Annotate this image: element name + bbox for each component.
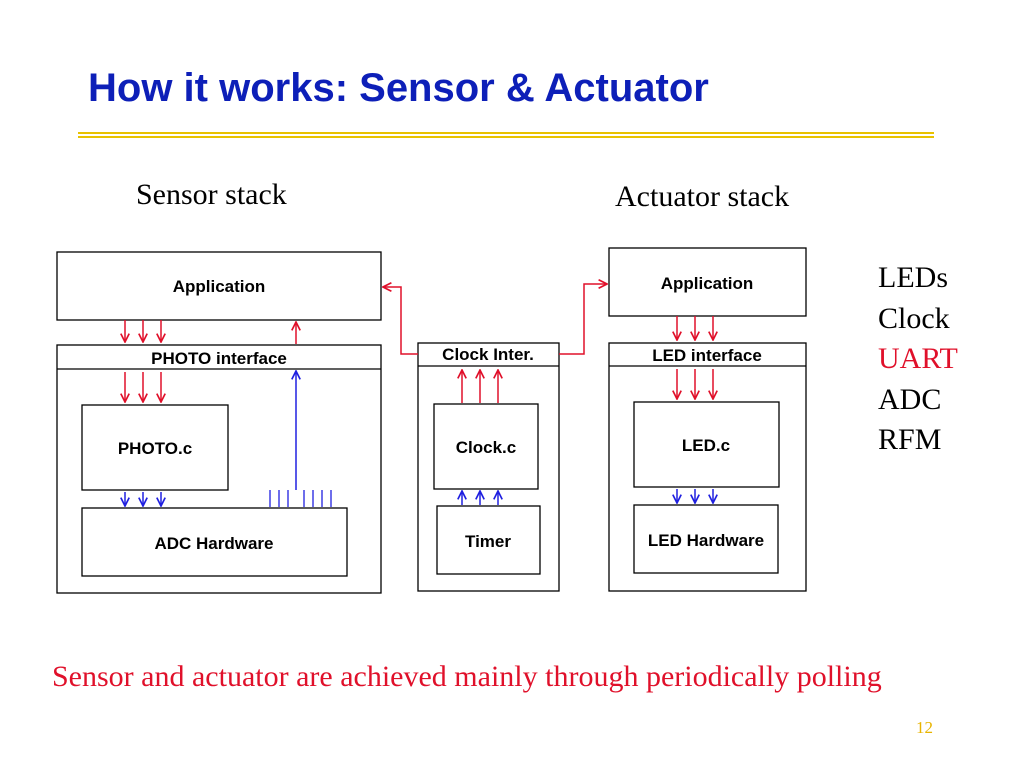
- component-list: LEDs Clock UART ADC RFM: [878, 258, 958, 461]
- clock-timer-to-driver-arrows: [462, 491, 498, 505]
- slide-caption: Sensor and actuator are achieved mainly …: [52, 660, 882, 693]
- clock-to-actuator-app-arrow: [559, 284, 607, 355]
- led-interface-label: LED interface: [652, 346, 762, 365]
- title-underline-secondary: [78, 136, 934, 138]
- led-hardware-label: LED Hardware: [648, 531, 764, 550]
- led-driver-box: [633, 401, 780, 488]
- clock-driver-to-interface-arrows: [462, 370, 498, 403]
- sensor-application-box: [56, 251, 382, 321]
- timer-box: [436, 505, 541, 575]
- photo-driver-box: [81, 404, 229, 491]
- adc-signal-lines: [269, 490, 332, 507]
- page-number: 12: [916, 718, 933, 737]
- component-clock: Clock: [878, 301, 950, 335]
- title-underline: [78, 132, 934, 134]
- adc-hardware-label: ADC Hardware: [154, 534, 273, 553]
- sensor-app-to-interface-arrows: [125, 320, 161, 342]
- component-leds: LEDs: [878, 261, 948, 294]
- sensor-stack-title: Sensor stack: [136, 178, 287, 211]
- sensor-application-label: Application: [173, 277, 266, 296]
- component-adc: ADC: [878, 382, 942, 416]
- sensor-stack: Application PHOTO interface PHOTO.c ADC …: [56, 251, 382, 594]
- sensor-driver-to-hardware-arrows: [125, 492, 161, 506]
- clock-driver-label: Clock.c: [456, 438, 516, 457]
- component-uart: UART: [878, 342, 958, 375]
- actuator-stack: Application LED interface LED.c LED Hard…: [608, 247, 807, 592]
- clock-stack: Clock Inter. Clock.c Timer: [383, 284, 607, 592]
- clock-interface-label: Clock Inter.: [442, 345, 534, 364]
- actuator-application-box: [608, 247, 807, 317]
- actuator-interface-to-driver-arrows: [677, 369, 713, 399]
- timer-label: Timer: [465, 532, 511, 551]
- photo-driver-label: PHOTO.c: [118, 439, 192, 458]
- actuator-stack-title: Actuator stack: [615, 180, 790, 213]
- slide-title: How it works: Sensor & Actuator: [88, 66, 709, 110]
- led-hardware-box: [633, 504, 779, 574]
- clock-driver-box: [433, 403, 539, 490]
- component-rfm: RFM: [878, 423, 942, 456]
- photo-interface-label: PHOTO interface: [151, 349, 287, 368]
- actuator-driver-to-hardware-arrows: [677, 489, 713, 503]
- sensor-interface-to-driver-arrows: [125, 372, 161, 402]
- adc-hardware-box: [81, 507, 348, 577]
- actuator-app-to-interface-arrows: [677, 316, 713, 340]
- actuator-application-label: Application: [661, 274, 754, 293]
- clock-to-sensor-app-arrow: [383, 287, 418, 355]
- led-driver-label: LED.c: [682, 436, 730, 455]
